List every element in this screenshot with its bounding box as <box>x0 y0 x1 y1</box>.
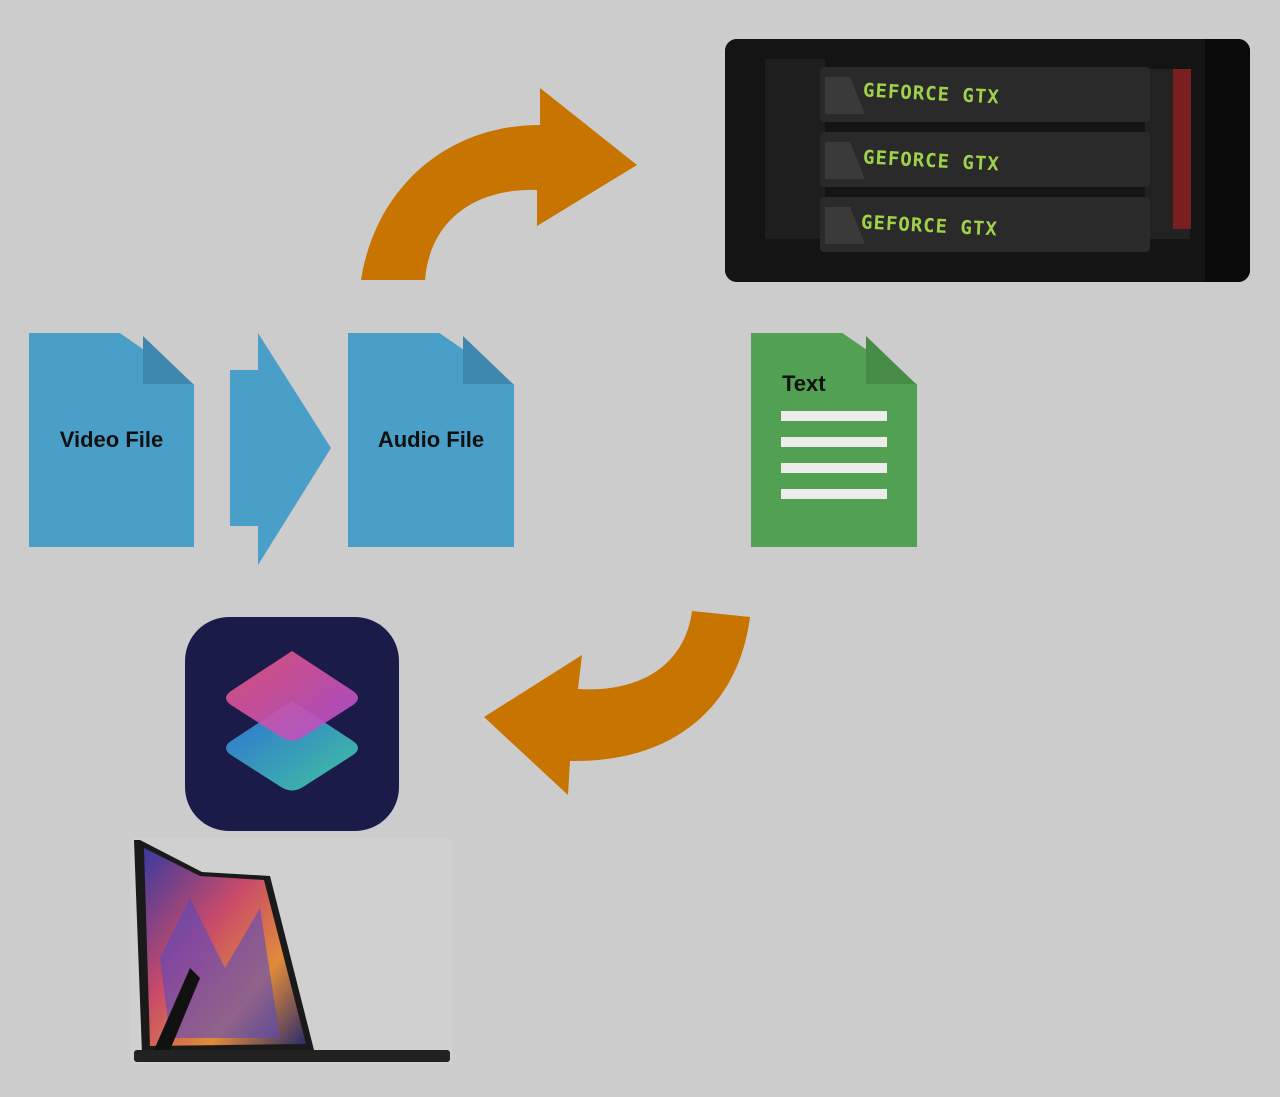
return-arrow <box>484 611 750 795</box>
gpu-rig-image: GEFORCE GTX GEFORCE GTX GEFORCE GTX <box>725 39 1250 282</box>
convert-arrow <box>230 333 331 565</box>
shortcuts-app-icon <box>185 617 399 831</box>
text-line-1 <box>781 411 887 421</box>
text-file-node: Text <box>751 333 917 547</box>
audio-file-label: Audio File <box>377 427 485 452</box>
text-line-4 <box>781 489 887 499</box>
text-line-2 <box>781 437 887 447</box>
ipad-device-image <box>130 838 452 1064</box>
upload-arrow <box>361 88 637 280</box>
text-file-label: Text <box>782 371 826 396</box>
video-file-label: Video File <box>59 427 164 452</box>
audio-file-node: Audio File <box>348 333 514 547</box>
text-line-3 <box>781 463 887 473</box>
video-file-node: Video File <box>29 333 194 547</box>
